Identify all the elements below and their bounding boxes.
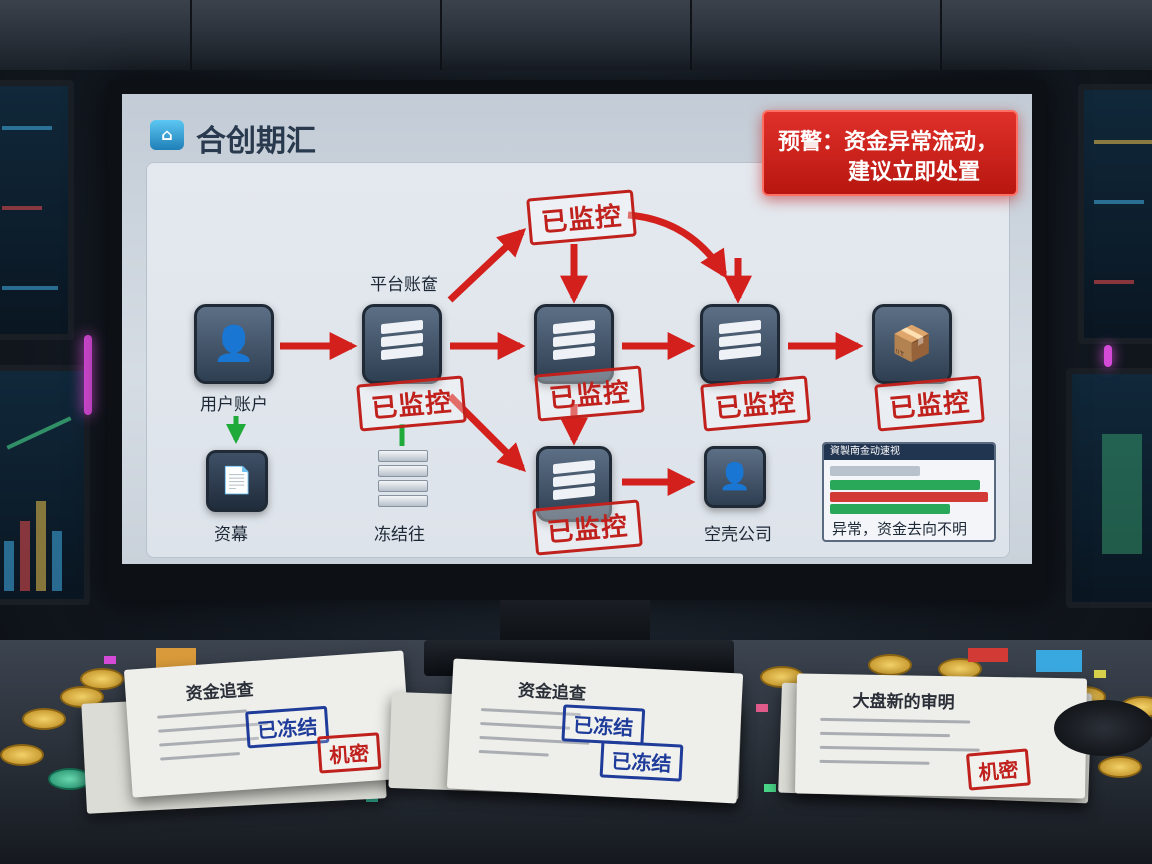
mini-monitor-panel[interactable]: 資製南金动速视 异常，资金去向不明 <box>822 442 996 542</box>
mini-row <box>830 480 980 490</box>
server-stack-icon <box>553 459 595 506</box>
monitored-stamp: 已监控 <box>534 365 645 422</box>
monitored-stamp: 已监控 <box>532 499 643 556</box>
shell-company-label: 空壳公司 <box>704 525 772 545</box>
document-title: 资金追查 <box>185 679 255 705</box>
neon-light <box>1104 345 1112 367</box>
assets-doc-label: 资幕 <box>214 525 248 545</box>
gold-coin <box>868 654 912 676</box>
server-stack-icon <box>381 319 423 366</box>
stack-icon <box>378 450 428 510</box>
user-account-label: 用户账户 <box>200 395 268 415</box>
confetti <box>104 656 116 664</box>
alert-line-1: 预警：资金异常流动， <box>778 130 999 155</box>
confetti <box>756 704 768 712</box>
confetti <box>1036 650 1082 672</box>
platform-account-label: 平台账奩 <box>370 275 438 295</box>
box-icon: 📦 <box>890 324 934 364</box>
ceiling-seam <box>940 0 942 70</box>
left-upper-monitor <box>0 80 74 340</box>
right-lower-monitor <box>1066 368 1152 608</box>
gold-coin <box>1098 756 1142 778</box>
transfer-node-1[interactable] <box>534 304 614 384</box>
monitored-stamp: 已监控 <box>874 375 985 432</box>
frozen-label: 冻结往 <box>374 525 425 545</box>
confidential-stamp: 机密 <box>316 732 382 774</box>
mini-row <box>830 492 988 502</box>
alert-banner[interactable]: 预警：资金异常流动， 建议立即处置 <box>762 110 1018 196</box>
mini-panel-footer: 异常，资金去向不明 <box>832 520 968 538</box>
server-stack-icon <box>719 319 761 366</box>
document-title: 大盘新的审明 <box>852 691 955 714</box>
app-logo-icon: ⌂ <box>150 120 184 150</box>
shell-company-node[interactable]: 👤 <box>704 446 766 508</box>
document-icon: 📄 <box>220 466 254 496</box>
server-stack-icon <box>553 319 595 366</box>
user-account-node[interactable]: 👤 <box>194 304 274 384</box>
user-icon: 👤 <box>212 324 256 364</box>
alert-line-2: 建议立即处置 <box>848 160 981 185</box>
confetti <box>156 648 196 668</box>
user-icon: 👤 <box>718 462 752 492</box>
monitored-stamp: 已监控 <box>356 375 467 432</box>
gold-coin <box>80 668 124 690</box>
assets-doc-node[interactable]: 📄 <box>206 450 268 512</box>
confetti <box>764 784 776 792</box>
confetti <box>968 648 1008 662</box>
document-title: 资金追查 <box>517 680 587 705</box>
monitored-stamp: 已监控 <box>526 189 637 246</box>
right-upper-monitor <box>1078 84 1152 344</box>
mini-row <box>830 504 950 514</box>
transfer-node-3[interactable] <box>536 446 612 522</box>
left-lower-monitor <box>0 365 90 605</box>
ceiling <box>0 0 1152 70</box>
transfer-node-2[interactable] <box>700 304 780 384</box>
app-title: 合创期汇 <box>196 124 316 159</box>
frozen-stamp: 已冻结 <box>599 740 684 782</box>
confidential-stamp: 机密 <box>965 748 1031 791</box>
destination-node[interactable]: 📦 <box>872 304 952 384</box>
computer-mouse[interactable] <box>1054 700 1152 756</box>
mini-panel-header: 資製南金动速视 <box>824 444 994 460</box>
gold-coin <box>22 708 66 730</box>
ceiling-seam <box>190 0 192 70</box>
ceiling-seam <box>690 0 692 70</box>
fund-trace-document-1[interactable]: 资金追查 已冻结 机密 <box>123 650 413 798</box>
monitored-stamp: 已监控 <box>700 375 811 432</box>
frozen-stamp: 已冻结 <box>561 704 646 746</box>
fund-trace-document-2[interactable]: 资金追查 已冻结 已冻结 <box>446 658 744 804</box>
neon-light <box>84 335 92 415</box>
gold-coin <box>0 744 44 766</box>
platform-account-node[interactable] <box>362 304 442 384</box>
notice-document[interactable]: 大盘新的审明 机密 <box>794 673 1088 799</box>
confetti <box>1094 670 1106 678</box>
ceiling-seam <box>440 0 442 70</box>
mini-row <box>830 466 920 476</box>
